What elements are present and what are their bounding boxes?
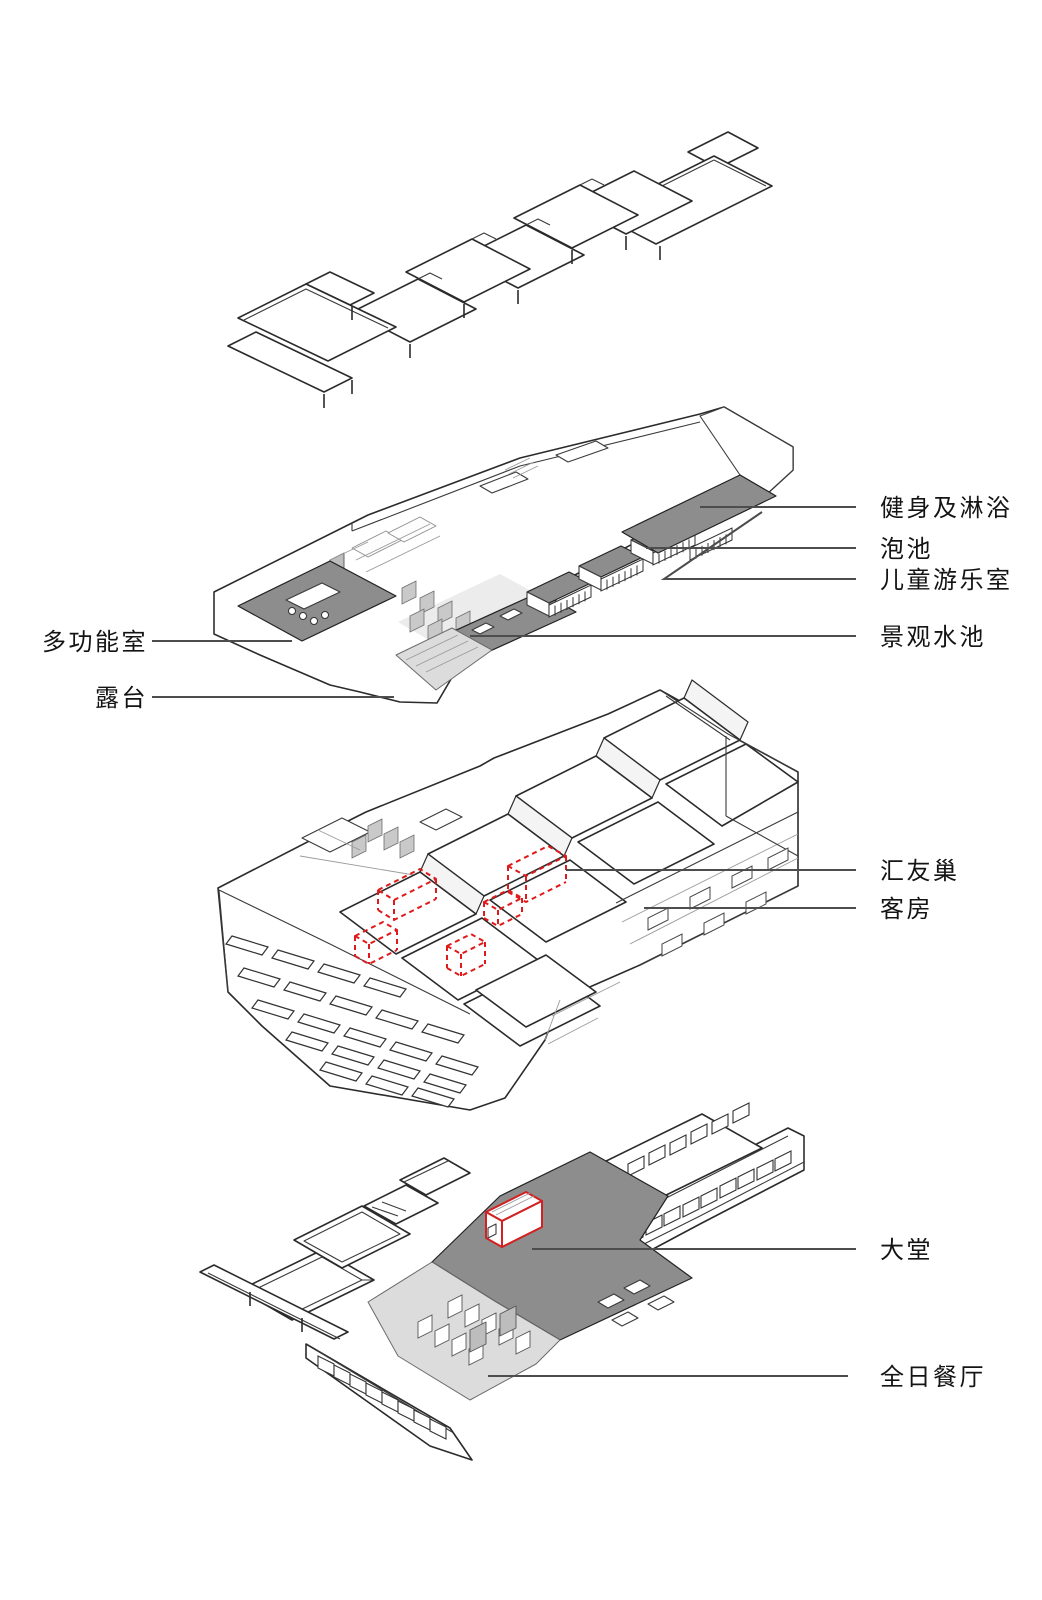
entry-canopy	[199, 1264, 349, 1340]
base-parapet	[305, 1343, 473, 1461]
label-all-day-dining: 全日餐厅	[880, 1364, 986, 1391]
lobby-box	[485, 1191, 543, 1248]
leader-lines	[152, 506, 856, 1377]
level-4-ground-floor	[199, 1102, 805, 1461]
label-social-nest: 汇友巢	[880, 858, 960, 885]
upper-interior-rooms	[299, 808, 463, 877]
label-guest-rooms: 客房	[880, 896, 933, 923]
terraced-roofs	[339, 679, 799, 1047]
label-terrace: 露台	[95, 685, 148, 712]
label-kids-playroom: 儿童游乐室	[880, 567, 1013, 594]
label-landscape-pool: 景观水池	[880, 624, 986, 651]
label-multifunction-room: 多功能室	[42, 629, 148, 656]
restaurant-floor	[367, 1261, 561, 1401]
terrace	[395, 627, 493, 691]
annotation-labels: 健身及淋浴 泡池 儿童游乐室 景观水池 多功能室 露台 汇友巢 客房 大堂 全日…	[42, 495, 1013, 1391]
label-lobby: 大堂	[880, 1237, 933, 1264]
label-soaking-pool: 泡池	[880, 536, 933, 563]
social-nest-boxes	[354, 845, 567, 977]
courtyard-boxes	[239, 1157, 471, 1321]
multifunction-room	[237, 560, 397, 642]
level-1-roof	[227, 131, 773, 409]
lobby-floor	[431, 1151, 693, 1341]
label-gym-shower: 健身及淋浴	[880, 495, 1013, 522]
level-2-amenity-floor	[213, 406, 794, 704]
level-3-guestroom-floors	[217, 679, 799, 1111]
balcony-facade	[218, 889, 479, 1108]
gym-shower-roof	[621, 406, 794, 561]
